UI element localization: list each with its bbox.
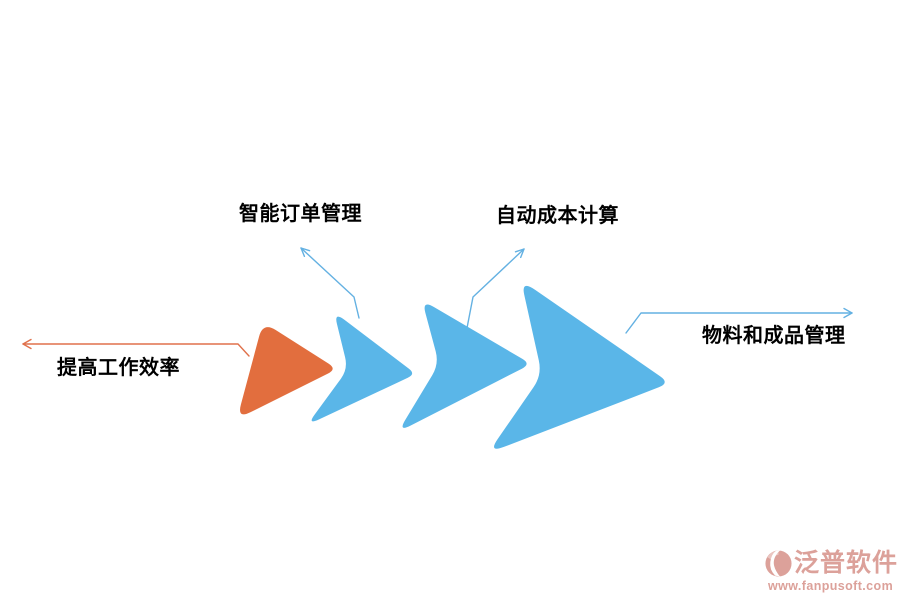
leader-line-left <box>22 343 250 357</box>
logo-swoosh <box>770 550 780 577</box>
arrowhead-up-left-icon <box>300 247 311 257</box>
step-4-chevron-shape <box>494 285 665 449</box>
watermark-brand-text: 泛普软件 <box>794 549 899 577</box>
process-shapes <box>240 285 665 449</box>
leader-line-top-right <box>466 248 525 329</box>
step-label-efficiency: 提高工作效率 <box>57 357 180 379</box>
arrowhead-up-right-icon <box>514 248 525 259</box>
step-label-order-management: 智能订单管理 <box>239 203 362 225</box>
step-3-chevron-shape <box>402 304 527 428</box>
step-label-cost-calculation: 自动成本计算 <box>496 205 619 227</box>
arrowhead-left-icon <box>22 338 32 350</box>
leader-lines-blue <box>300 247 853 334</box>
watermark: 泛普软件 www.fanpusoft.com <box>764 549 900 593</box>
leader-line-right <box>625 312 853 334</box>
arrowhead-right-icon <box>843 307 853 319</box>
fanpu-logo-icon <box>765 550 792 577</box>
watermark-brand-row: 泛普软件 <box>764 549 900 578</box>
step-1-triangle-shape <box>240 327 333 415</box>
step-label-material-management: 物料和成品管理 <box>702 325 846 347</box>
leader-line-top-left <box>300 247 360 319</box>
leader-lines-orange <box>22 338 250 357</box>
step-2-chevron-shape <box>311 316 413 422</box>
watermark-url: www.fanpusoft.com <box>768 579 894 593</box>
